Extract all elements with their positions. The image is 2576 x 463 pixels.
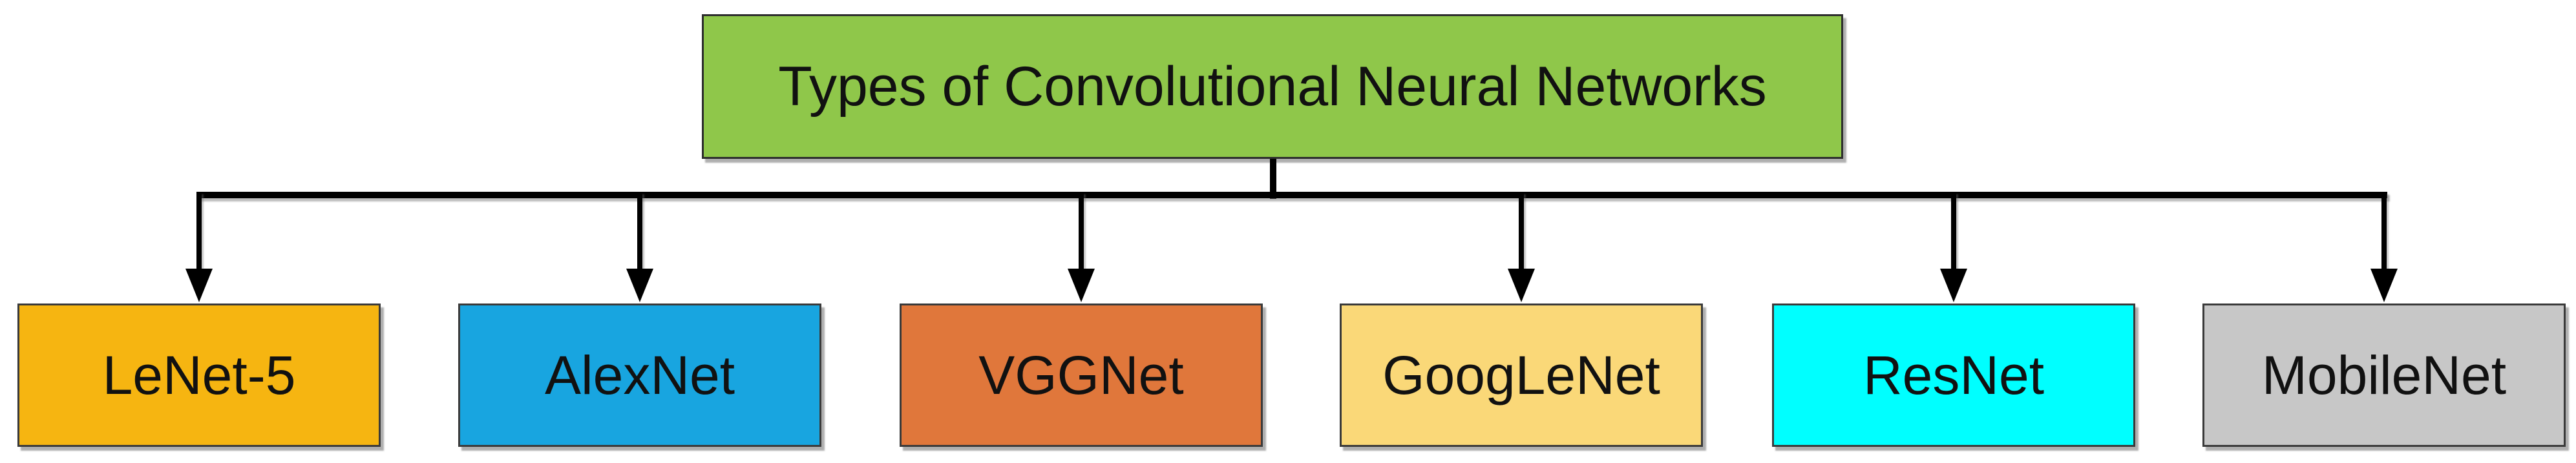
node-alexnet: AlexNet xyxy=(458,304,821,447)
node-label: VGGNet xyxy=(978,344,1184,406)
root-node: Types of Convolutional Neural Networks xyxy=(702,14,1843,159)
node-resnet: ResNet xyxy=(1772,304,2135,447)
node-label: ResNet xyxy=(1863,344,2045,406)
node-vggnet: VGGNet xyxy=(900,304,1263,447)
node-label: MobileNet xyxy=(2261,344,2507,406)
connector-horizontal-line xyxy=(196,192,2387,198)
arrow-down-icon xyxy=(1508,269,1535,302)
arrow-down-icon xyxy=(626,269,653,302)
node-label: AlexNet xyxy=(544,344,735,406)
arrow-down-icon xyxy=(2370,269,2398,302)
connector-drop-line xyxy=(2381,192,2387,273)
node-lenet-5: LeNet-5 xyxy=(17,304,381,447)
node-label: LeNet-5 xyxy=(102,344,296,406)
arrow-down-icon xyxy=(185,269,213,302)
node-mobilenet: MobileNet xyxy=(2202,304,2566,447)
node-label: GoogLeNet xyxy=(1382,344,1660,406)
connector-stem xyxy=(1270,159,1276,199)
connector-drop-line xyxy=(1951,192,1956,273)
root-node-label: Types of Convolutional Neural Networks xyxy=(778,55,1767,118)
arrow-down-icon xyxy=(1940,269,1967,302)
node-googlenet: GoogLeNet xyxy=(1340,304,1703,447)
connector-drop-line xyxy=(196,192,202,273)
connector-drop-line xyxy=(1079,192,1084,273)
connector-drop-line xyxy=(637,192,642,273)
arrow-down-icon xyxy=(1068,269,1095,302)
connector-drop-line xyxy=(1519,192,1524,273)
